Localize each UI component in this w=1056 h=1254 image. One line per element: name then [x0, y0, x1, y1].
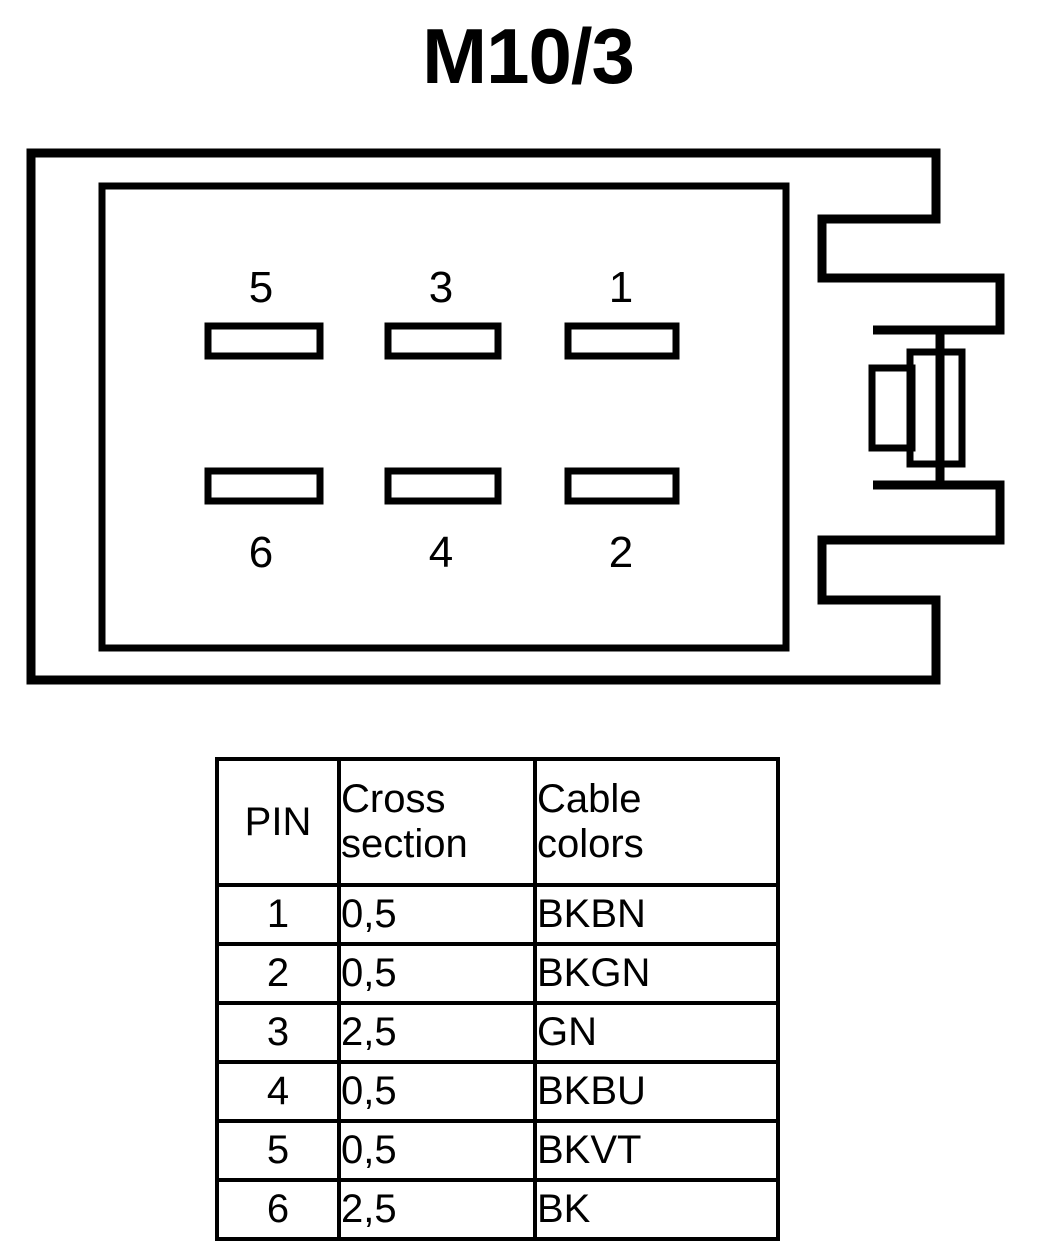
pin-assignment-table: PIN Cross section Cable colors 1 0,5 BKB… [215, 757, 780, 1241]
pin-label-2: 2 [609, 528, 633, 577]
table-row: 4 0,5 BKBU [215, 1060, 780, 1123]
pin-slot-4[interactable] [384, 467, 502, 505]
header-cross-section-line1: Cross [341, 777, 446, 822]
pin-label-3: 3 [429, 263, 453, 312]
header-pin: PIN [215, 757, 341, 887]
cell-cable-colors: BKBU [533, 1060, 780, 1123]
table-header-row: PIN Cross section Cable colors [215, 757, 780, 887]
table-row: 1 0,5 BKBN [215, 883, 780, 946]
header-cross-section: Cross section [337, 757, 537, 887]
pin-slot-6[interactable] [204, 467, 324, 505]
pin-slot-3[interactable] [384, 322, 502, 360]
latch-outer-bracket [873, 325, 945, 490]
cell-cable-colors: BKGN [533, 942, 780, 1005]
header-cross-section-line2: section [341, 822, 468, 866]
table-body: 1 0,5 BKBN 2 0,5 BKGN 3 2,5 GN 4 0,5 BKB… [215, 883, 780, 1241]
connector-inner-wall [98, 182, 790, 652]
cell-cross-section: 2,5 [337, 1178, 537, 1241]
header-cable-colors-line2: colors [537, 822, 644, 866]
pin-label-5: 5 [249, 263, 273, 312]
pin-label-6: 6 [249, 528, 273, 577]
cell-cross-section: 0,5 [337, 1060, 537, 1123]
cell-cable-colors: BKVT [533, 1119, 780, 1182]
table-row: 3 2,5 GN [215, 1001, 780, 1064]
connector-svg: 5 3 1 6 4 2 [26, 148, 1005, 685]
pin-slot-1[interactable] [564, 322, 680, 360]
pin-label-4: 4 [429, 528, 453, 577]
table-row: 5 0,5 BKVT [215, 1119, 780, 1182]
cell-cable-colors: BKBN [533, 883, 780, 946]
table-row: 6 2,5 BK [215, 1178, 780, 1241]
pin-slot-2[interactable] [564, 467, 680, 505]
pin-label-1: 1 [609, 263, 633, 312]
cell-cable-colors: BK [533, 1178, 780, 1241]
header-cable-colors: Cable colors [533, 757, 780, 887]
cell-pin: 2 [215, 942, 341, 1005]
header-cable-colors-line1: Cable [537, 777, 642, 822]
latch-notch [868, 364, 916, 452]
cell-cross-section: 0,5 [337, 883, 537, 946]
connector-outer-housing [26, 148, 1005, 685]
cell-cable-colors: GN [533, 1001, 780, 1064]
page-title: M10/3 [422, 12, 635, 100]
cell-pin: 3 [215, 1001, 341, 1064]
cell-cross-section: 0,5 [337, 1119, 537, 1182]
pin-table-container: PIN Cross section Cable colors 1 0,5 BKB… [215, 757, 780, 1241]
cell-pin: 1 [215, 883, 341, 946]
cell-cross-section: 2,5 [337, 1001, 537, 1064]
connector-diagram: 5 3 1 6 4 2 [0, 130, 1056, 710]
cell-cross-section: 0,5 [337, 942, 537, 1005]
cell-pin: 6 [215, 1178, 341, 1241]
cell-pin: 5 [215, 1119, 341, 1182]
table-row: 2 0,5 BKGN [215, 942, 780, 1005]
cell-pin: 4 [215, 1060, 341, 1123]
pin-slot-5[interactable] [204, 322, 324, 360]
